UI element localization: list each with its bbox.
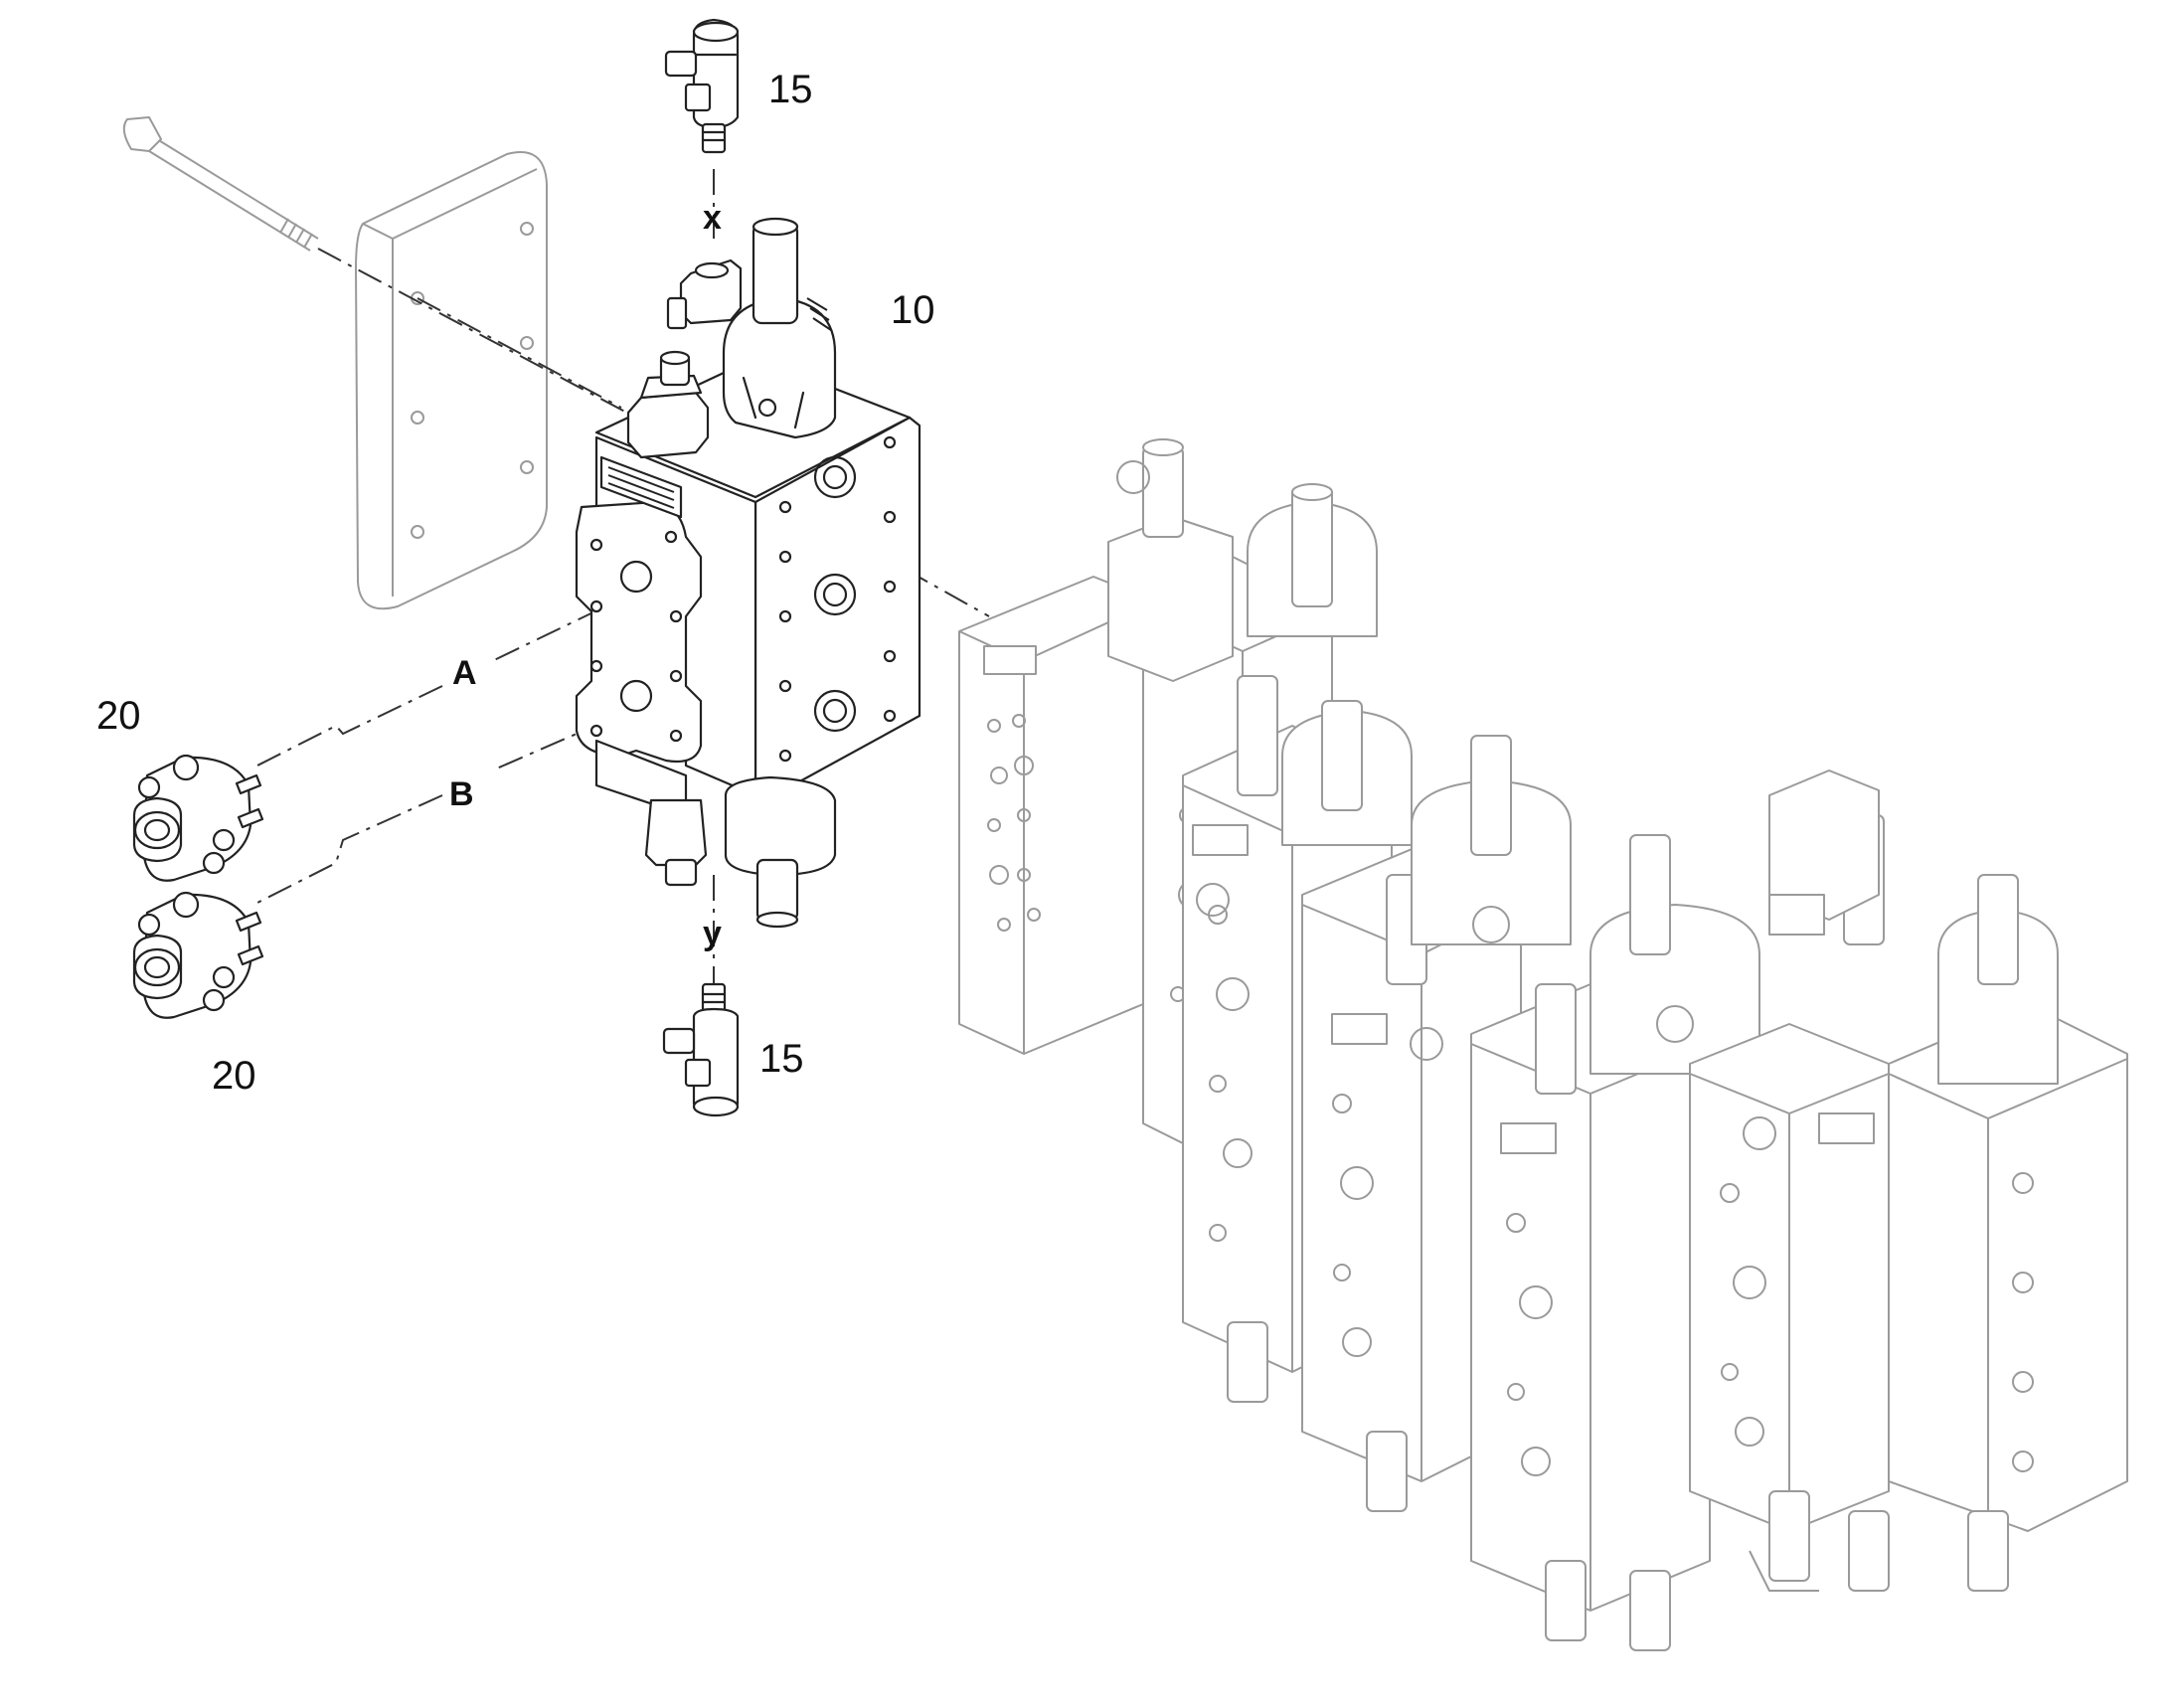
port-label-a: A [452,654,477,692]
port-label-x: x [703,199,722,237]
callout-item-20-bottom: 20 [212,1054,256,1098]
end-plate-ghost [355,151,548,610]
main-valve-bank-ghost [958,438,2128,1651]
valve-section-item-10 [575,217,921,929]
flange-item-20-top [132,754,264,882]
callout-item-15-top: 15 [768,68,813,111]
callout-item-20-top: 20 [96,694,141,738]
callout-item-15-bottom: 15 [759,1037,804,1081]
tie-bolt-ghost [122,116,319,252]
port-label-b: B [449,775,474,813]
port-label-y: y [703,915,722,952]
fitting-item-15-bottom [662,982,740,1117]
callout-item-10: 10 [891,288,935,332]
fitting-item-15-top [664,18,740,154]
flange-item-20-bottom [132,891,264,1019]
